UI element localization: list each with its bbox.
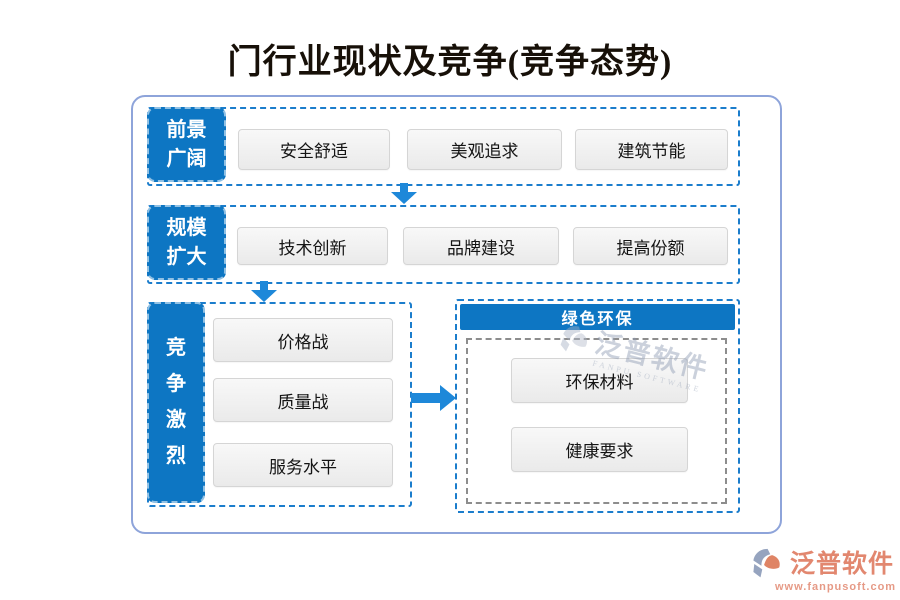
node-tech-innovation: 技术创新 — [237, 227, 388, 265]
node-safety-comfort: 安全舒适 — [238, 129, 390, 170]
row-competition-char3: 激 — [166, 409, 186, 431]
node-brand-building: 品牌建设 — [403, 227, 559, 265]
node-service-level: 服务水平 — [213, 443, 393, 487]
page-title: 门行业现状及竞争(竞争态势) — [227, 44, 673, 81]
row-competition-label: 竞 争 激 烈 — [147, 302, 205, 503]
row-prospect-label-line2: 广阔 — [166, 147, 207, 170]
node-health-requirements: 健康要求 — [511, 427, 688, 472]
node-aesthetic-pursuit: 美观追求 — [407, 129, 562, 170]
vendor-logo-text: 泛普软件 — [790, 550, 895, 578]
green-env-header: 绿色环保 — [460, 304, 735, 330]
row-competition-char1: 竞 — [166, 337, 186, 359]
right-arrow-icon — [411, 385, 456, 411]
vendor-url: www.fanpusoft.com — [775, 581, 897, 593]
row-competition-char4: 烈 — [166, 445, 186, 467]
row-competition-char2: 争 — [166, 373, 186, 395]
row-prospect-label: 前景 广阔 — [147, 107, 226, 182]
node-building-energy-saving: 建筑节能 — [575, 129, 728, 170]
node-increase-share: 提高份额 — [573, 227, 728, 265]
node-quality-war: 质量战 — [213, 378, 393, 422]
down-arrow-icon — [391, 183, 417, 204]
node-eco-materials: 环保材料 — [511, 358, 688, 403]
row-scale-label-line1: 规模 — [166, 216, 207, 239]
green-env-inner-frame — [466, 338, 727, 504]
node-price-war: 价格战 — [213, 318, 393, 362]
green-env-panel: 绿色环保 泛普软件 FANPU SOFTWARE 环保材料 健康要求 — [455, 299, 740, 513]
row-scale-label: 规模 扩大 — [147, 205, 226, 280]
row-scale-label-line2: 扩大 — [166, 245, 207, 268]
down-arrow-icon — [251, 281, 277, 302]
fanpu-logo-icon — [753, 548, 780, 578]
row-prospect-label-line1: 前景 — [166, 118, 207, 141]
vendor-logo: 泛普软件 www.fanpusoft.com — [750, 548, 900, 593]
